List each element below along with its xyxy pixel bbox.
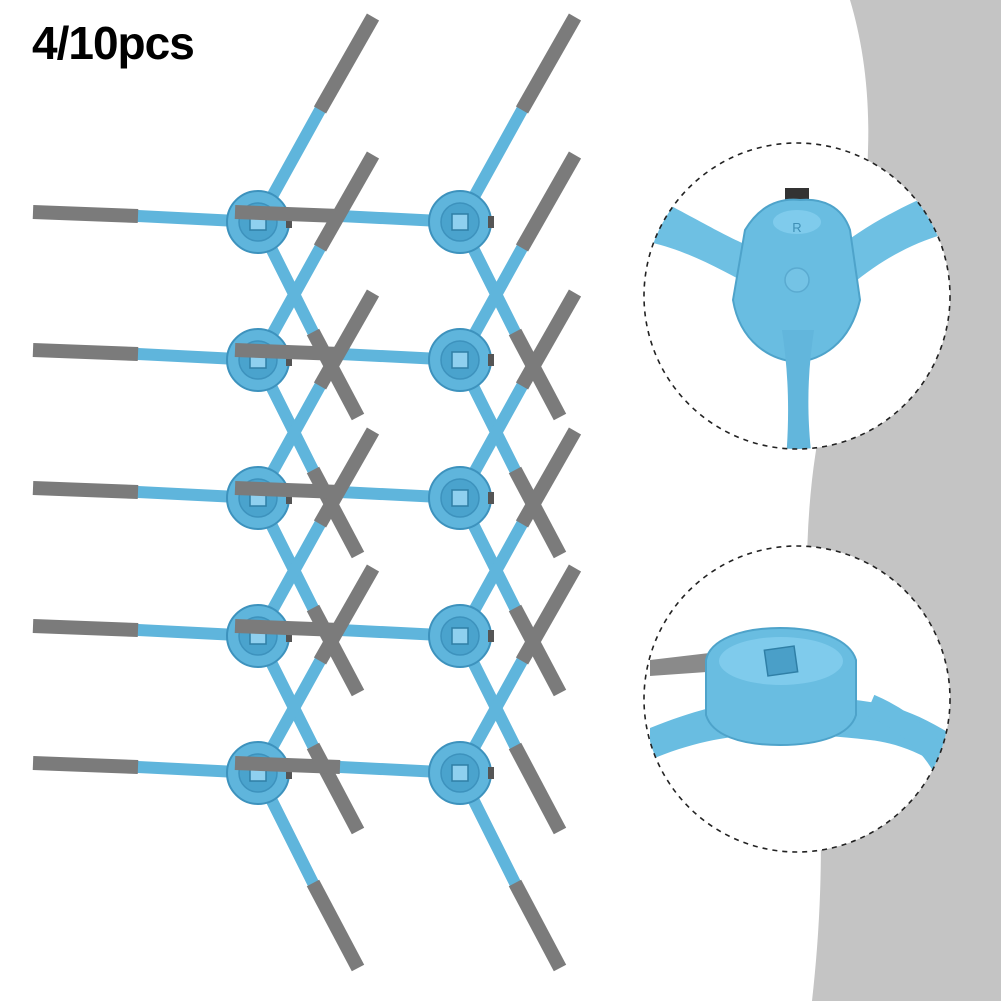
socket-closeup-icon xyxy=(643,545,951,853)
quantity-label: 4/10pcs xyxy=(32,17,195,69)
hub-letter: R xyxy=(792,220,801,235)
hub-closeup-icon: R xyxy=(643,142,951,450)
